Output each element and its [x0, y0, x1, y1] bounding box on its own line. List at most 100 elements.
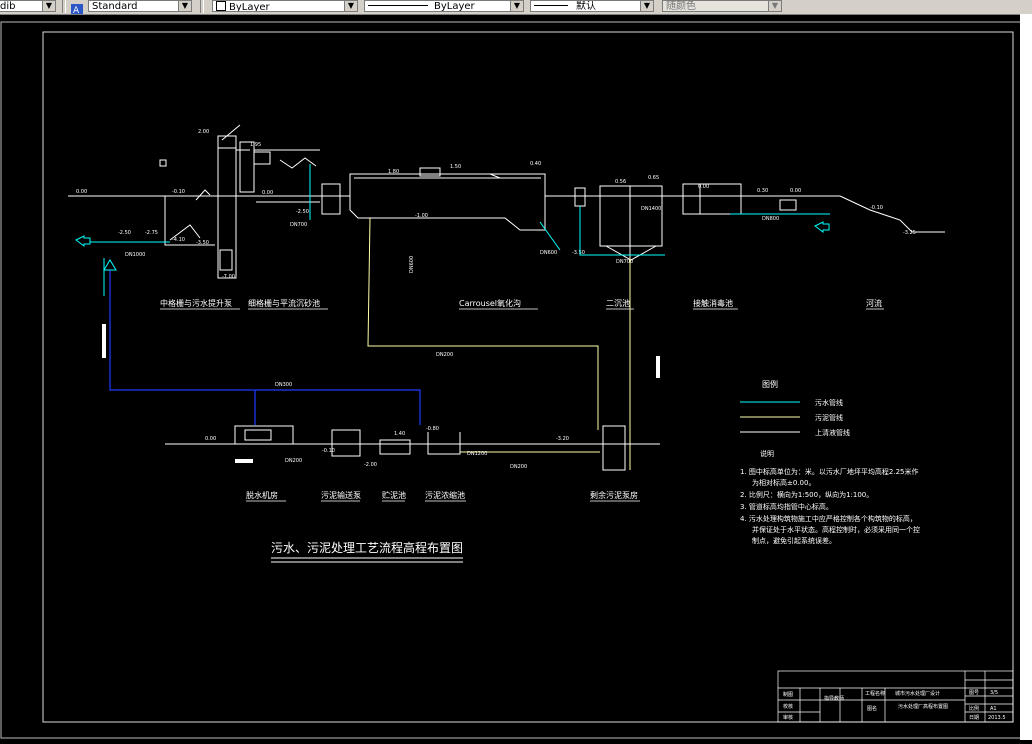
flow-arrow-icon: [75, 235, 91, 247]
flow-arrow-icon: [814, 221, 830, 233]
pipe-label: DN1200: [467, 451, 487, 457]
legend-title: 图例: [762, 379, 778, 389]
tb-cell: 污水处理厂高程布置图: [898, 703, 948, 710]
linetype-dropdown[interactable]: ByLayer ▼: [364, 0, 524, 12]
note-line: 4. 污水处理构筑物施工中应严格控制各个构筑物的标高，: [740, 514, 917, 523]
chevron-down-icon: ▼: [42, 1, 55, 11]
elev-label: -3.50: [196, 240, 209, 246]
legend-items: 污水管线 污泥管线 上清液管线: [815, 398, 850, 437]
pipe-label: DN700: [616, 259, 633, 265]
text-height-dropdown[interactable]: dib ▼: [0, 0, 56, 12]
pipe-label: DN600: [409, 256, 415, 273]
tb-cell: 制图: [783, 691, 793, 698]
elev-label: 2.00: [198, 129, 209, 135]
tb-cell: A1: [990, 706, 997, 712]
legend-label: 污水管线: [815, 398, 843, 407]
elev-label: 0.00: [76, 189, 87, 195]
marker-box: [159, 159, 167, 167]
legend-label: 上清液管线: [815, 428, 850, 437]
drawing-frame: [42, 31, 1014, 723]
drawing-canvas[interactable]: 0.00 -0.10 -2.50 -2.75 -4.10 -3.50 2.00 …: [0, 14, 1032, 740]
lower-elevations: 0.00 -0.10 -2.00 1.40 -0.80 -3.20 DN200 …: [205, 426, 569, 470]
notes-title: 说明: [760, 449, 774, 458]
elev-label: 0.30: [757, 188, 768, 194]
lineweight-value: 默认: [576, 1, 596, 12]
tb-cell: 城市污水处理厂设计: [895, 690, 940, 697]
plotstyle-dropdown[interactable]: 随颜色 ▼: [662, 0, 782, 12]
lineweight-dropdown[interactable]: 默认 ▼: [530, 0, 654, 12]
tb-cell: 图号: [969, 690, 979, 696]
pipe-label: DN300: [275, 382, 292, 388]
line-sample-icon: [534, 5, 568, 6]
legend-label: 污泥管线: [815, 413, 843, 422]
elev-label: 0.00: [698, 184, 709, 190]
chevron-down-icon: ▼: [640, 1, 653, 11]
color-dropdown[interactable]: ByLayer▼: [212, 0, 358, 12]
tb-cell: 2013.5: [988, 715, 1006, 721]
tb-cell: 3/5: [990, 690, 998, 696]
text-height-value: dib: [0, 1, 16, 12]
title-block-text: 制图 校核 审核 指导教师 工程名称 城市污水处理厂设计 图名 污水处理厂高程布…: [783, 690, 1006, 721]
tb-cell: 日期: [969, 715, 979, 721]
unit-label: 细格栅与平流沉砂池: [248, 298, 320, 308]
tb-cell: 工程名称: [865, 690, 885, 697]
tb-cell: 审核: [783, 714, 793, 721]
elev-label: 0.56: [615, 179, 626, 185]
drawing-title: 污水、污泥处理工艺流程高程布置图: [271, 540, 463, 555]
elev-label: -2.00: [364, 462, 377, 468]
elev-label: 0.00: [205, 436, 216, 442]
elev-label: 1.80: [388, 169, 399, 175]
unit-label: Carrousel氧化沟: [459, 298, 521, 308]
unit-label: 中格栅与污水提升泵: [160, 298, 232, 308]
text-style-value: Standard: [92, 1, 138, 12]
elev-label: -7.00: [222, 274, 235, 280]
chevron-down-icon: ▼: [768, 1, 781, 11]
coarse-screen-lift-pump: [164, 124, 250, 279]
elev-label: 1.50: [450, 164, 461, 170]
right-scroll-edge: [1020, 14, 1032, 740]
pipe-segment: [539, 221, 561, 251]
note-line: 2. 比例尺：横向为1:500，纵向为1:100。: [740, 490, 873, 499]
color-value: ByLayer: [229, 2, 270, 12]
toolbar-separator: [200, 0, 204, 13]
marker-bar: [235, 459, 253, 463]
elev-label: -2.50: [118, 230, 131, 236]
unit-label: 脱水机房: [246, 490, 278, 500]
elev-label: 0.00: [262, 190, 273, 196]
pipe-label: DN800: [762, 216, 779, 222]
pipe-segment: [579, 206, 665, 256]
pipe-label: DN700: [290, 222, 307, 228]
pipe-label: DN200: [285, 458, 302, 464]
fine-screen-grit-chamber: [239, 141, 341, 215]
elev-label: -3.50: [572, 250, 585, 256]
unit-label: 剩余污泥泵房: [590, 490, 638, 500]
elev-label: -0.10: [870, 205, 883, 211]
elev-label: -0.80: [426, 426, 439, 432]
river-bank: [839, 195, 945, 233]
elev-label: -2.50: [296, 209, 309, 215]
tb-cell: 指导教师: [824, 695, 844, 702]
plotstyle-value: 随颜色: [666, 1, 696, 12]
linetype-value: ByLayer: [434, 1, 475, 12]
elev-label: -3.25: [903, 230, 916, 236]
carrousel-oxidation-ditch: [349, 167, 546, 231]
notes-block: 说明 1. 图中标高单位为：米。以污水厂地坪平均高程2.25米作 为相对标高±0…: [740, 449, 920, 545]
text-style-dropdown[interactable]: Standard▼: [88, 0, 192, 12]
note-line: 制点，避免引起系统误差。: [752, 536, 836, 545]
pipe-label: DN200: [436, 352, 453, 358]
elev-label: -3.20: [556, 436, 569, 442]
sheet-border: [0, 21, 1026, 739]
marker-bar: [656, 356, 660, 378]
note-line: 为相对标高±0.00。: [752, 478, 815, 487]
sludge-pipe: [367, 217, 599, 430]
pipe-label: DN1000: [125, 252, 145, 258]
note-line: 并保证处于水平状态。高程控制时，必须采用同一个控: [752, 525, 920, 534]
line-sample-icon: [368, 5, 428, 6]
pipe-label: DN600: [540, 250, 557, 256]
note-line: 1. 图中标高单位为：米。以污水厂地坪平均高程2.25米作: [740, 467, 919, 476]
unit-label: 接触消毒池: [693, 298, 733, 308]
chevron-down-icon: ▼: [510, 1, 523, 11]
unit-label: 污泥浓缩池: [425, 490, 465, 500]
elev-label: -2.75: [145, 230, 158, 236]
text-style-icon[interactable]: A: [70, 0, 84, 16]
